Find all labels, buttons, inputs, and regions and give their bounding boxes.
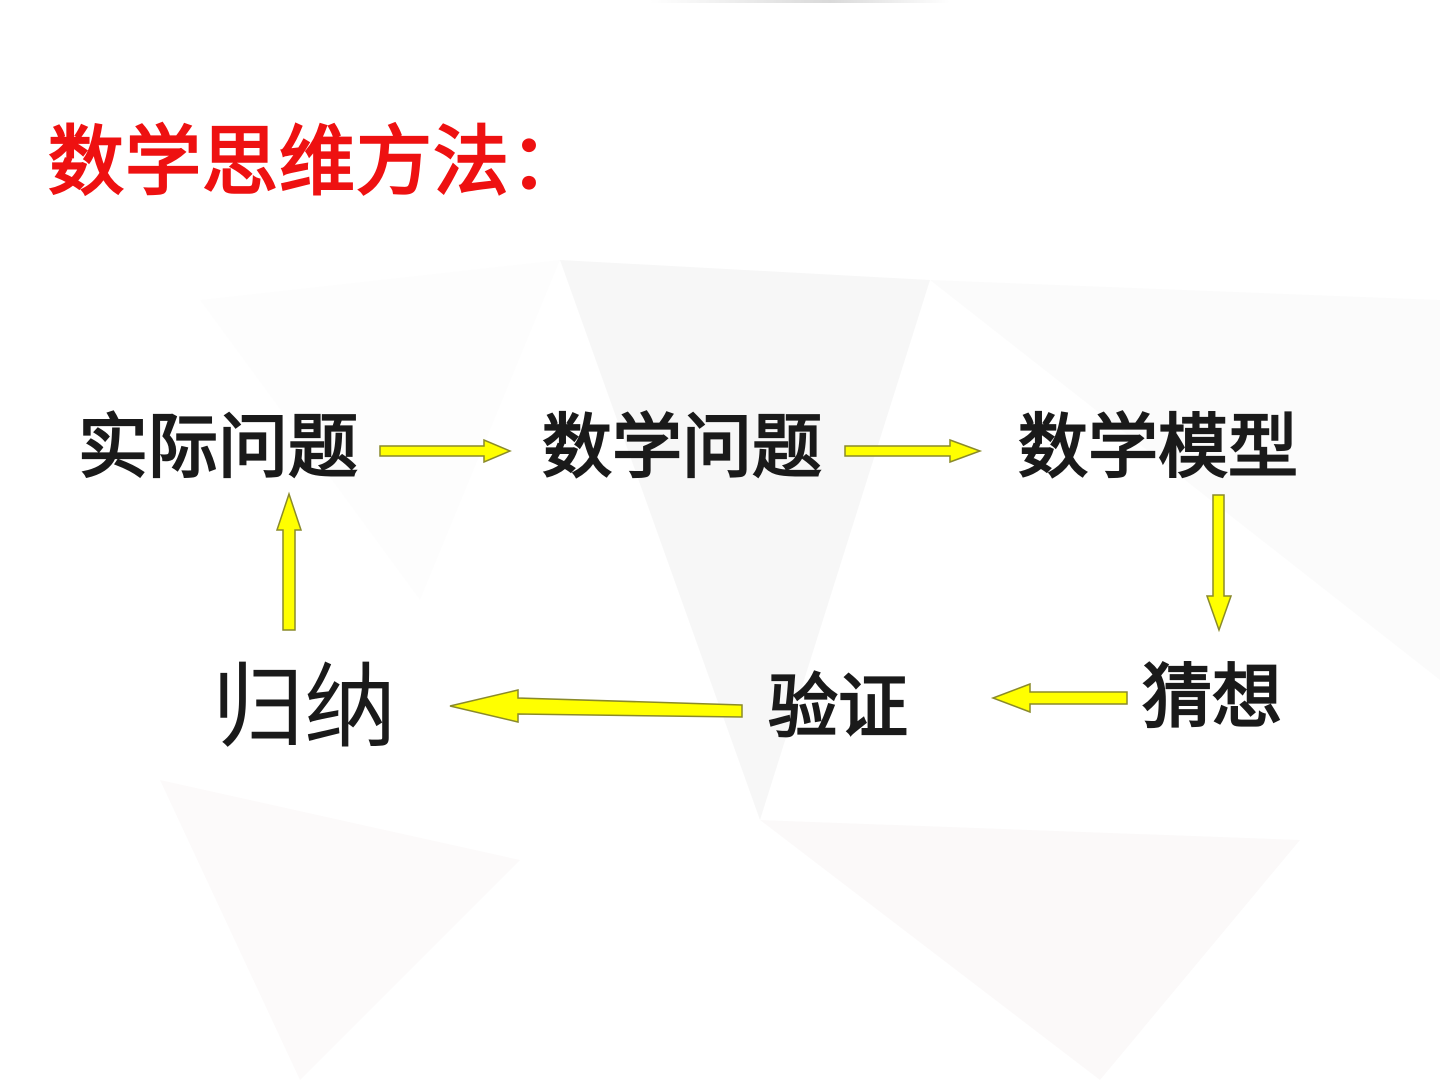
bg-triangle-center [560, 260, 930, 820]
arrow-model-to-conjecture [1205, 494, 1233, 633]
node-conjecture: 猜想 [1142, 656, 1282, 738]
node-verification: 验证 [768, 666, 908, 748]
arrow-conjecture-to-verification [990, 682, 1128, 714]
bg-triangle-bottom [760, 820, 1300, 1080]
node-math-model: 数学模型 [1018, 406, 1298, 488]
node-actual-problem: 实际问题 [78, 406, 358, 488]
bg-triangle-right [930, 280, 1440, 680]
node-induction: 归纳 [212, 654, 397, 761]
node-math-problem: 数学问题 [542, 406, 822, 488]
arrow-actual-to-math-problem [379, 438, 512, 464]
arrow-math-problem-to-model [844, 438, 983, 464]
page-title: 数学思维方法： [48, 117, 587, 206]
top-decoration-bar [650, 0, 950, 3]
bg-triangle-upper-left [200, 260, 560, 600]
bg-triangle-left [160, 780, 520, 1080]
arrow-verification-to-induction [449, 689, 743, 723]
arrow-induction-to-actual [275, 491, 303, 631]
